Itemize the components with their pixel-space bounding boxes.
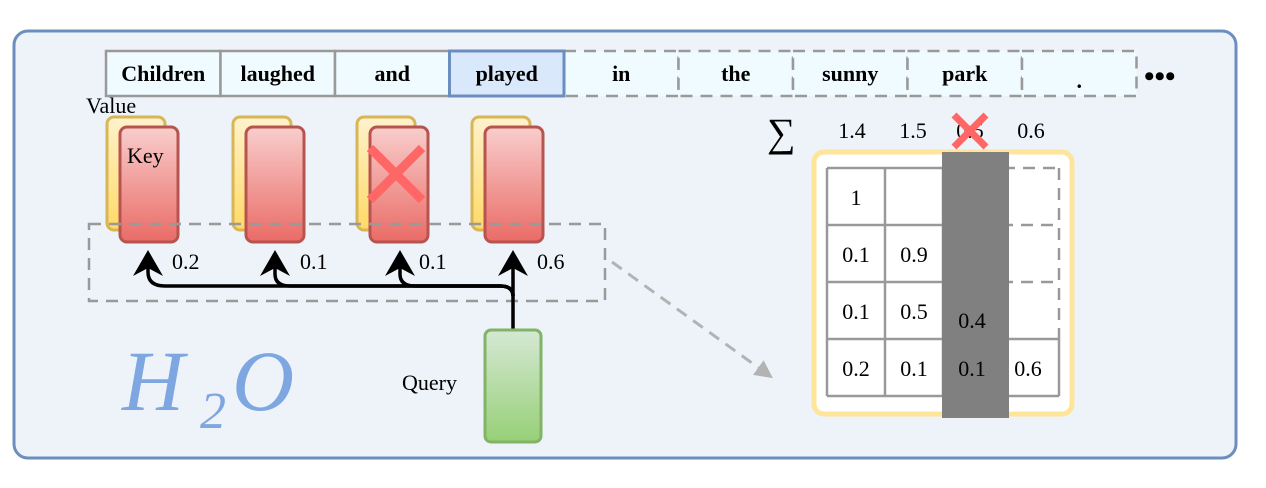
kv-pair-and — [355, 115, 430, 244]
logo-o: O — [232, 333, 294, 429]
key-block — [118, 125, 180, 244]
column-sums: 1.41.50.50.6 — [838, 112, 1045, 150]
token-text: in — [612, 61, 630, 86]
arrowhead-played — [498, 250, 528, 276]
token-row: Children laughed and played in the sunny park. — [104, 49, 1138, 98]
attention-box — [87, 222, 607, 303]
key-block — [244, 125, 306, 244]
token-9: . — [1020, 49, 1138, 98]
token-text: park — [942, 61, 988, 86]
matrix-cell: 0.2 — [842, 356, 870, 381]
key-block — [483, 125, 545, 244]
kv-pair-children — [105, 115, 180, 244]
matrix-cell: 0.1 — [842, 242, 870, 267]
column-sum-2: 1.5 — [899, 118, 927, 143]
token-text: Children — [121, 61, 205, 86]
kv-pair-laughed — [231, 115, 306, 244]
token-5: in — [562, 49, 680, 98]
token-box — [562, 49, 680, 98]
query-arrows — [146, 256, 515, 330]
highlight-outline — [448, 49, 566, 98]
token-box — [677, 49, 795, 98]
score-and: 0.1 — [419, 249, 447, 274]
matrix-cell: 0.1 — [958, 356, 986, 381]
matrix-cell: 0.6 — [1014, 356, 1042, 381]
query-block — [483, 328, 543, 444]
query-label: Query — [402, 370, 457, 395]
token-text: the — [721, 61, 751, 86]
token-text: laughed — [240, 61, 315, 86]
matrix-cell: 0.5 — [900, 299, 928, 324]
score-played: 0.6 — [537, 249, 565, 274]
evicted-column-bar — [942, 152, 1009, 418]
arrowhead-and — [385, 250, 415, 276]
evicted-cross-icon — [366, 144, 426, 204]
token-text: played — [476, 61, 538, 86]
token-box — [906, 49, 1024, 98]
token-4: played — [448, 49, 566, 98]
token-text: sunny — [822, 61, 878, 86]
token-box — [1020, 49, 1138, 98]
matrix-cell: 0.4 — [958, 308, 986, 333]
sum-symbol: ∑ — [767, 110, 796, 155]
token-7: sunny — [791, 49, 909, 98]
column-sum-1: 1.4 — [838, 118, 866, 143]
token-3: and — [333, 49, 451, 98]
score-children: 0.2 — [172, 249, 200, 274]
kv-cache — [105, 115, 545, 244]
score-laughed: 0.1 — [300, 249, 328, 274]
arrowhead-laughed — [260, 250, 290, 276]
value-label: Value — [86, 93, 136, 118]
h2o-logo: H 2 O — [121, 333, 294, 440]
matrix-cell: 1 — [851, 185, 862, 210]
token-6: the — [677, 49, 795, 98]
token-text: and — [375, 61, 410, 86]
kv-pair-played — [470, 115, 545, 244]
token-text: . — [1077, 68, 1083, 93]
logo-subscript: 2 — [200, 383, 226, 440]
zoom-arrow — [611, 260, 773, 379]
matrix-cell: 0.1 — [842, 299, 870, 324]
token-box — [219, 49, 337, 98]
logo-h: H — [121, 333, 188, 429]
key-label: Key — [127, 143, 164, 168]
matrix-cell: 0.1 — [900, 356, 928, 381]
token-box — [791, 49, 909, 98]
arrowhead-children — [133, 250, 163, 276]
ellipsis: ••• — [1144, 60, 1176, 93]
matrix-cell: 0.9 — [900, 242, 928, 267]
attention-matrix: 1 0.1 0.9 0.1 0.5 0.4 0.2 0.1 0.1 0.6 — [825, 152, 1061, 418]
token-1: Children — [104, 49, 222, 98]
column-sum-4: 0.6 — [1017, 118, 1045, 143]
token-box — [104, 49, 222, 98]
evicted-column-cross-icon — [951, 112, 989, 150]
token-box — [333, 49, 451, 98]
token-2: laughed — [219, 49, 337, 98]
arrowheads — [133, 250, 528, 276]
token-8: park — [906, 49, 1024, 98]
